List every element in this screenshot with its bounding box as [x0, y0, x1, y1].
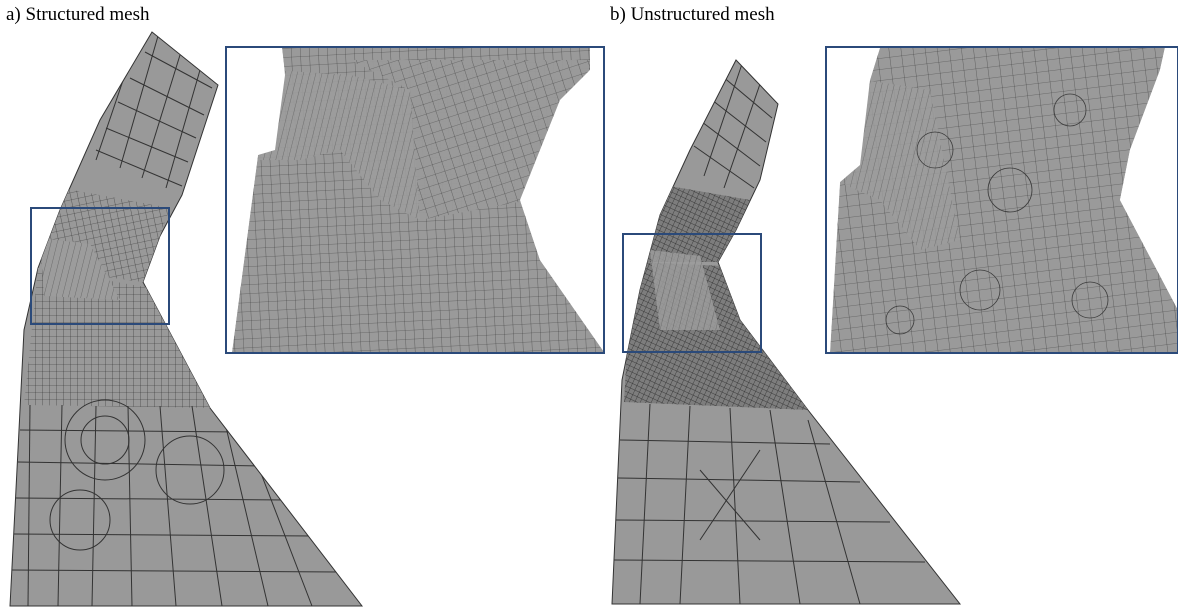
zoom-frame-structured	[30, 207, 170, 325]
structured-mesh-geometry	[9, 31, 364, 607]
zoom-frame-unstructured	[622, 233, 762, 353]
unstructured-mesh-geometry	[611, 59, 962, 605]
caption-structured-mesh: a) Structured mesh	[6, 4, 150, 25]
structured-mesh-zoom	[225, 46, 605, 354]
unstructured-mesh-zoom	[825, 46, 1178, 354]
caption-unstructured-mesh: b) Unstructured mesh	[610, 4, 775, 25]
